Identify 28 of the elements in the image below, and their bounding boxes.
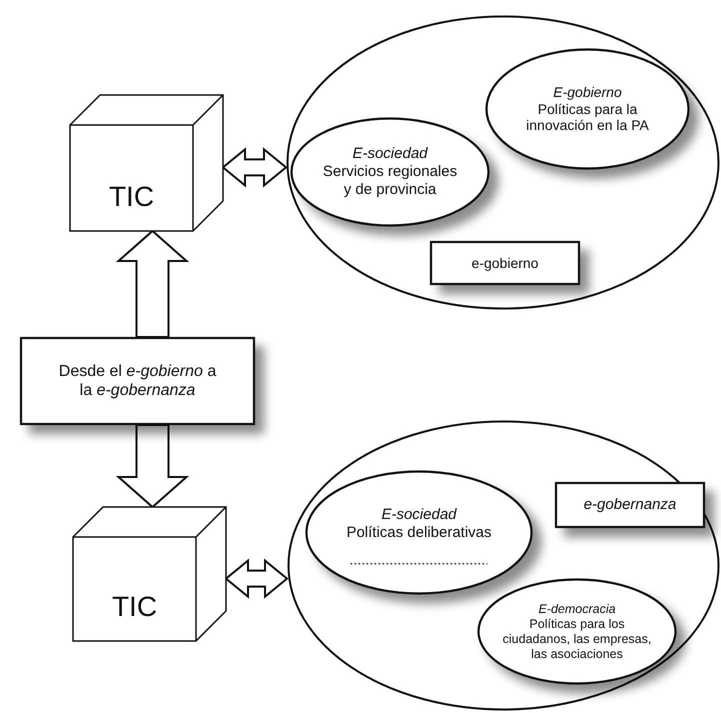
body-text: Servicios regionales y de provincia [322,163,458,199]
text-box [430,241,580,285]
block-arrow [221,147,288,188]
heading-text: E-gobierno [552,84,623,101]
ellipse-node [286,15,720,310]
ellipse-node [477,578,677,685]
cube-node [70,95,223,231]
body-text: e-gobernanza [582,496,678,514]
body-text: TIC [110,590,158,624]
body-text: Políticas deliberativas [345,524,493,542]
block-arrow [224,558,289,599]
ellipse-node [485,48,690,170]
text-box [20,337,255,425]
body-text: Políticas para los ciudadanos, las empresas, las asociaciones [502,616,652,662]
body-text: Desde el e-gobierno a la e-gobernanza [58,362,218,400]
ellipse-node [305,470,533,595]
heading-text: E-democracia [537,602,617,616]
heading-text: E-sociedad [351,145,429,163]
body-text: TIC [108,180,156,214]
body-text: e-gobierno [470,254,540,272]
block-arrow [116,424,190,508]
heading-text: E-sociedad [380,506,458,524]
ellipse-node [287,420,720,711]
ellipse-node [290,117,490,227]
block-arrow [116,230,190,338]
body-text: Políticas para la innovación en la PA [525,100,650,134]
text-box [555,482,705,528]
cube-node [73,507,226,641]
